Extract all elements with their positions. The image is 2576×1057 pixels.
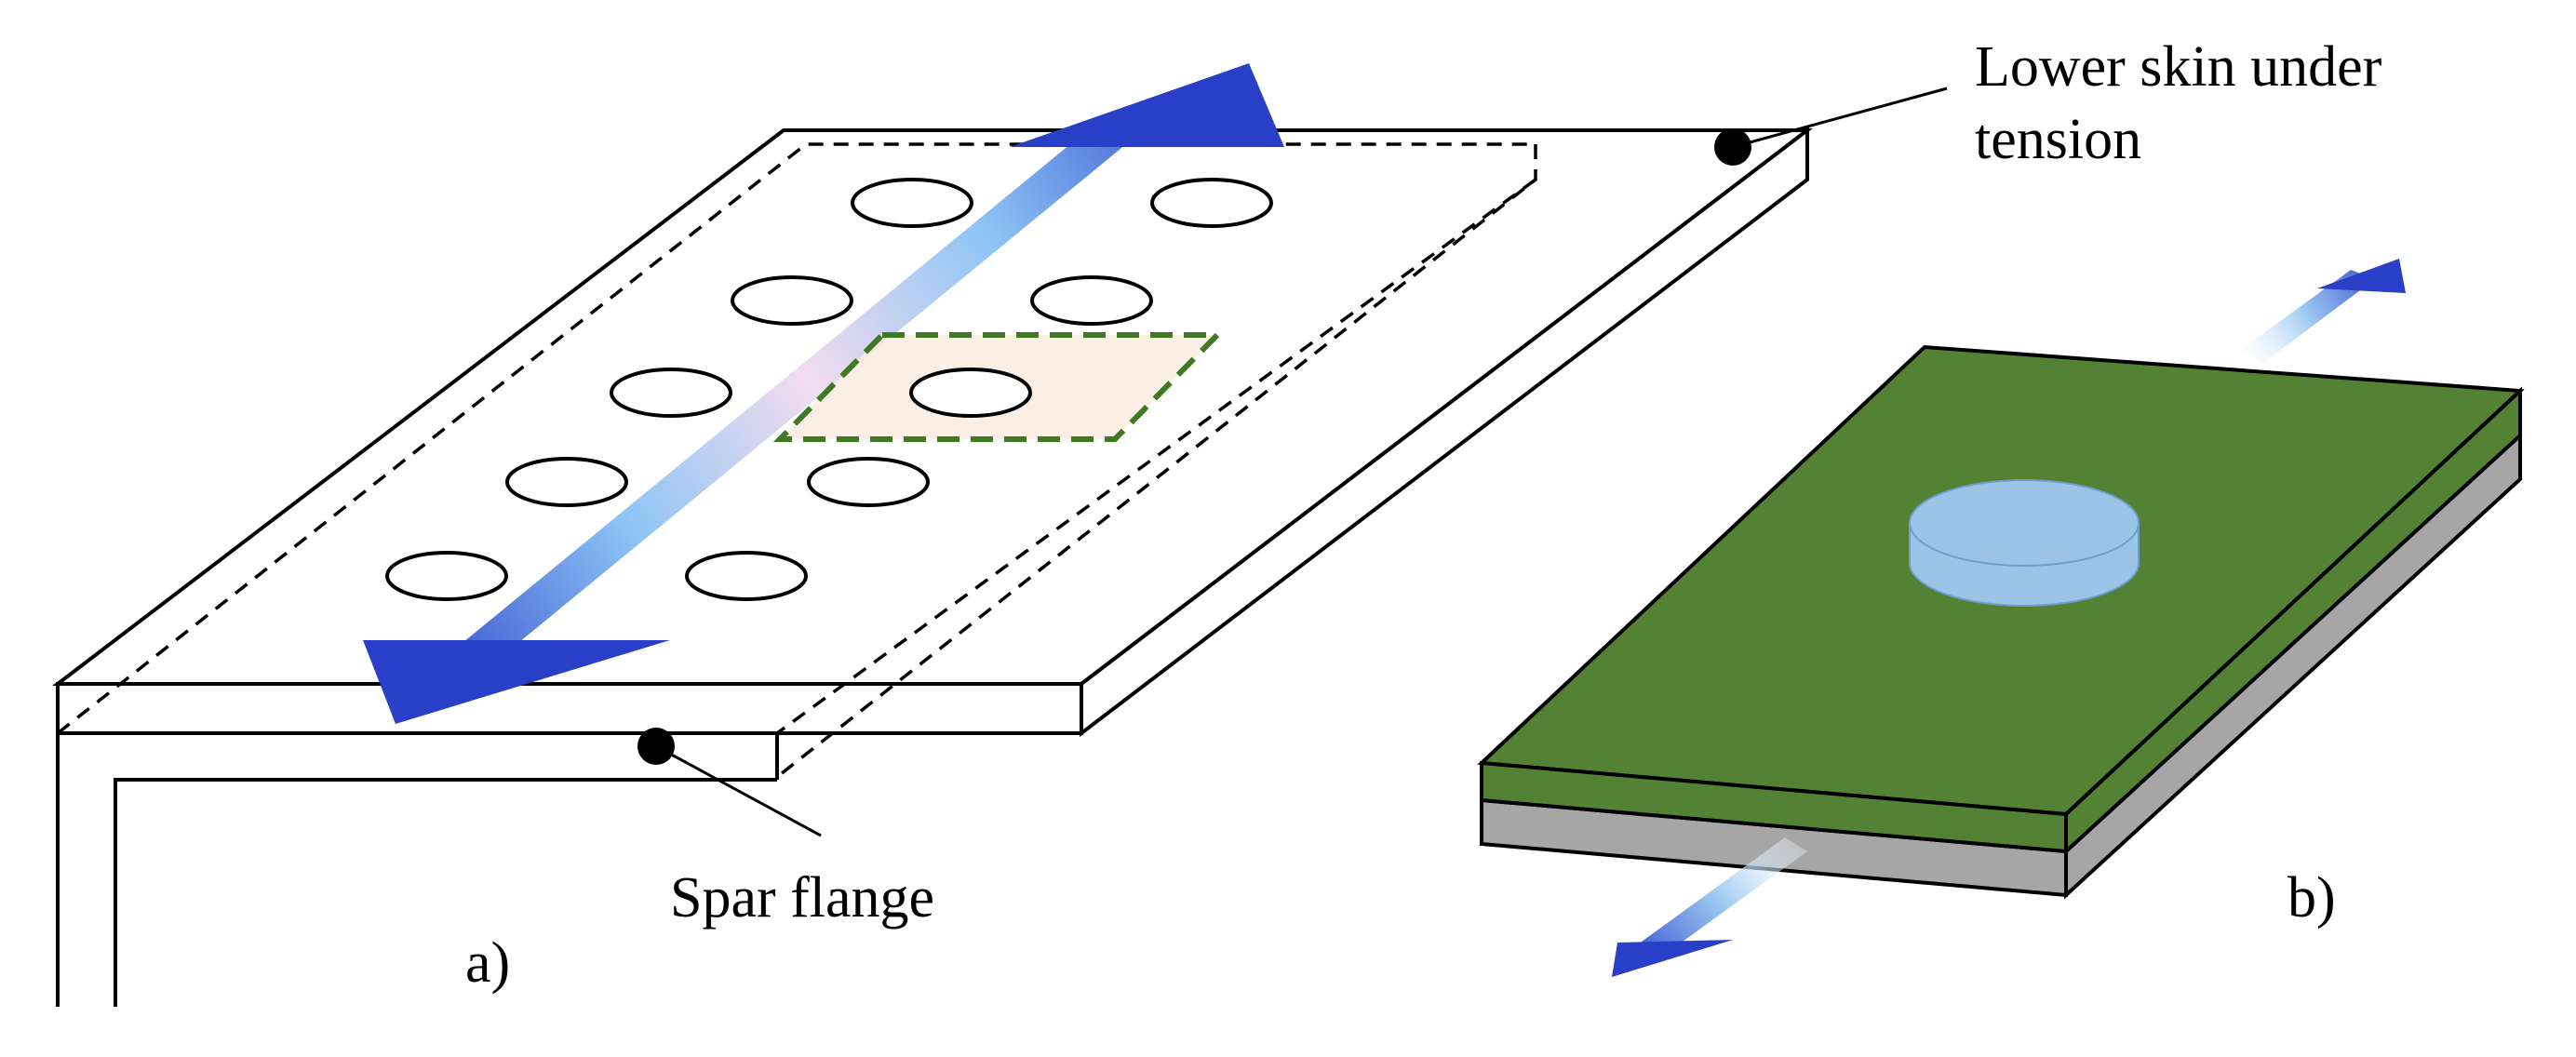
- panel-label-a: a): [465, 931, 510, 995]
- load-arrow-upper-shaft: [2238, 270, 2375, 363]
- load-arrow-lower: [1612, 837, 1807, 977]
- tension-arrow: [363, 63, 1284, 724]
- fastener-holes: [385, 178, 1273, 601]
- load-arrow-lower-shaft: [1642, 837, 1807, 954]
- callout-lower-skin: Lower skin under tension: [1714, 35, 2382, 171]
- hole: [505, 457, 628, 507]
- hole: [909, 368, 1032, 418]
- disc-top: [1909, 479, 2140, 567]
- flange-dashed-inner: [775, 178, 1537, 735]
- panel-b: b): [1477, 259, 2525, 977]
- tension-arrow-head-bottom: [363, 640, 670, 724]
- callout-text-line1: Lower skin under: [1975, 35, 2382, 99]
- hole: [1030, 275, 1153, 326]
- spar-flange-hidden-lines: [56, 142, 1537, 779]
- panel-a: Lower skin under tension Spar flange a): [52, 35, 2382, 1007]
- hole: [1150, 178, 1273, 228]
- callout-leader-line: [1732, 87, 1948, 149]
- hole: [385, 551, 508, 601]
- tension-arrow-head-top: [1010, 63, 1284, 147]
- hole: [610, 368, 732, 418]
- spar-inner-outline: [114, 778, 777, 1007]
- callout-text: Spar flange: [670, 866, 934, 930]
- skin-side-face: [1080, 126, 1809, 738]
- flange-dashed-top: [56, 142, 1536, 735]
- panel-label-b: b): [2288, 866, 2336, 930]
- bonded-disc: [1909, 479, 2140, 607]
- callout-leader-line: [655, 744, 822, 837]
- skin-front-face: [56, 682, 1083, 735]
- callout-dot: [637, 728, 675, 765]
- callout-spar-flange: Spar flange: [637, 728, 934, 930]
- hole: [851, 178, 973, 228]
- hole: [807, 457, 930, 507]
- tension-arrow-shaft: [458, 144, 1126, 647]
- load-arrow-upper: [2238, 259, 2406, 363]
- load-arrow-lower-head: [1612, 940, 1733, 977]
- load-arrow-upper-head: [2317, 259, 2406, 293]
- hole: [731, 275, 853, 326]
- coupon-side-face: [2064, 386, 2522, 856]
- callout-text-line2: tension: [1975, 108, 2141, 171]
- callout-dot: [1714, 128, 1751, 166]
- hole: [685, 551, 808, 601]
